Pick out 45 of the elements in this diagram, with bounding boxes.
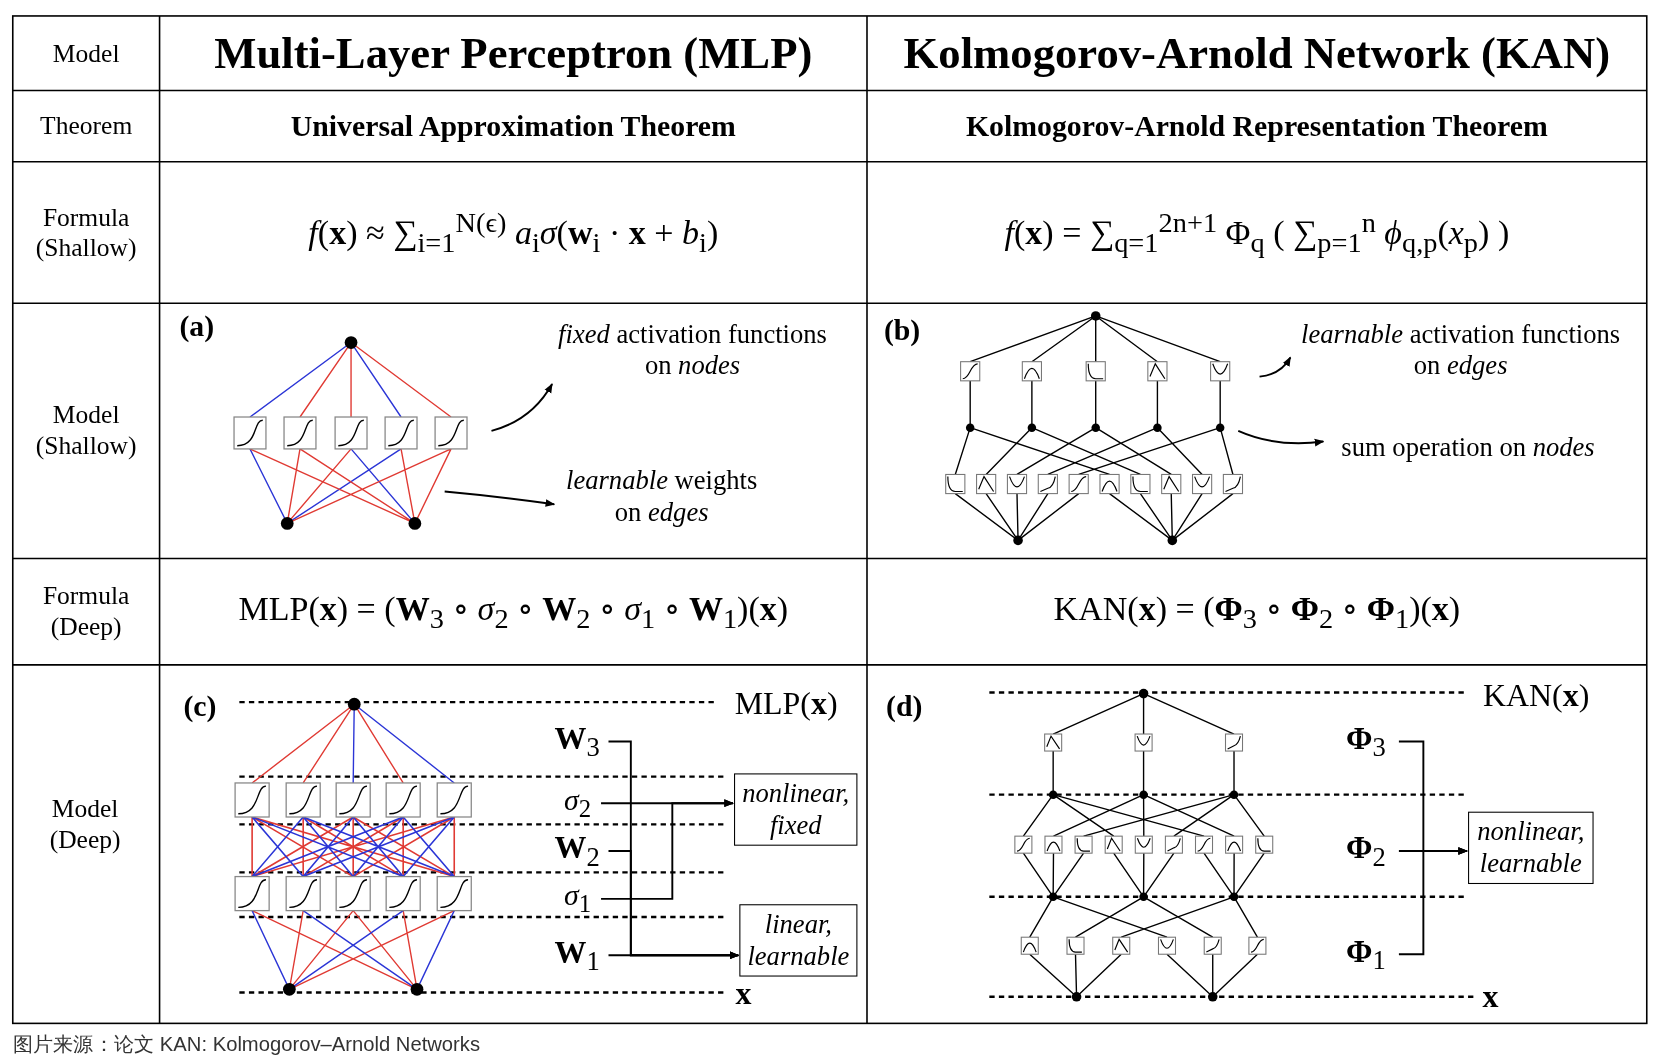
category-box: nonlinear, learnable [1468,811,1594,884]
category-box: linear, learnable [739,904,858,977]
output-label: MLP(x) [733,684,839,723]
category-box: nonlinear, fixed [734,773,858,846]
function-label: Φ$_{2}$ [1335,828,1397,874]
arrow [600,799,734,900]
arrow [1237,429,1325,447]
row-header-text: Formula (Deep) [41,581,131,643]
annotation-text: learnable activation functions on edges [1291,317,1630,383]
row-header-text: Model (Shallow) [34,400,138,462]
panel-label: (a) [178,308,216,345]
annotation-text: sum operation on nodes [1324,428,1612,467]
panel-label: (c) [182,688,218,725]
column-title: Kolmogorov-Arnold Network (KAN) [902,27,1612,80]
weight-label: W$_{1}$ [547,932,607,978]
arrow [1258,356,1292,378]
function-label: Φ$_{1}$ [1335,931,1397,977]
arrow [1397,847,1468,956]
annotation-text: learnable weights on edges [555,463,769,530]
weight-label: W$_{3}$ [547,719,607,764]
function-label: Φ$_{3}$ [1335,719,1397,764]
activation-label: σ$_{2}$ [556,781,599,825]
row-header-text: Model (Deep) [48,793,122,856]
arrow [607,951,740,960]
arrow [443,490,556,507]
activation-label: σ$_{1}$ [556,877,599,921]
formula: f(x) = ∑$_{q=1}$$^{2n+1}$ Φ$_{q}$ ( ∑$_{p=1}$$^{n}$ ϕ$_{q,p}$(x$_{p}$) ) [1003,205,1511,261]
header-cell-text: Model [51,37,121,69]
output-label: KAN(x) [1481,676,1591,715]
panel-label: (b) [882,313,922,349]
annotation-text: fixed activation functions on nodes [547,317,838,383]
weight-label: W$_{2}$ [547,828,607,874]
column-title: Multi-Layer Perceptron (MLP) [213,27,814,80]
formula: f(x) ≈ ∑$_{i=1}$$^{N(ϵ)}$ a$_{i}$σ(w$_{i}$ · x + b$_{i}$) [307,205,720,261]
row-header-text: Theorem [39,110,134,142]
arrow [490,383,554,432]
theorem-name: Kolmogorov-Arnold Representation Theorem [964,108,1549,145]
panel-label: (d) [885,688,924,725]
theorem-name: Universal Approximation Theorem [289,108,737,145]
formula: MLP(x) = (W$_{3}$ ∘ σ$_{2}$ ∘ W$_{2}$ ∘ σ$_{1}$ ∘ W$_{1}$)(x) [237,588,790,637]
formula: KAN(x) = (Φ$_{3}$ ∘ Φ$_{2}$ ∘ Φ$_{1}$)(x) [1052,588,1462,637]
input-label: x [734,974,753,1013]
row-header-text: Formula (Shallow) [34,201,138,264]
source-caption: 图片来源：论文 KAN: Kolmogorov–Arnold Networks [12,1031,482,1057]
input-label: x [1481,977,1500,1016]
